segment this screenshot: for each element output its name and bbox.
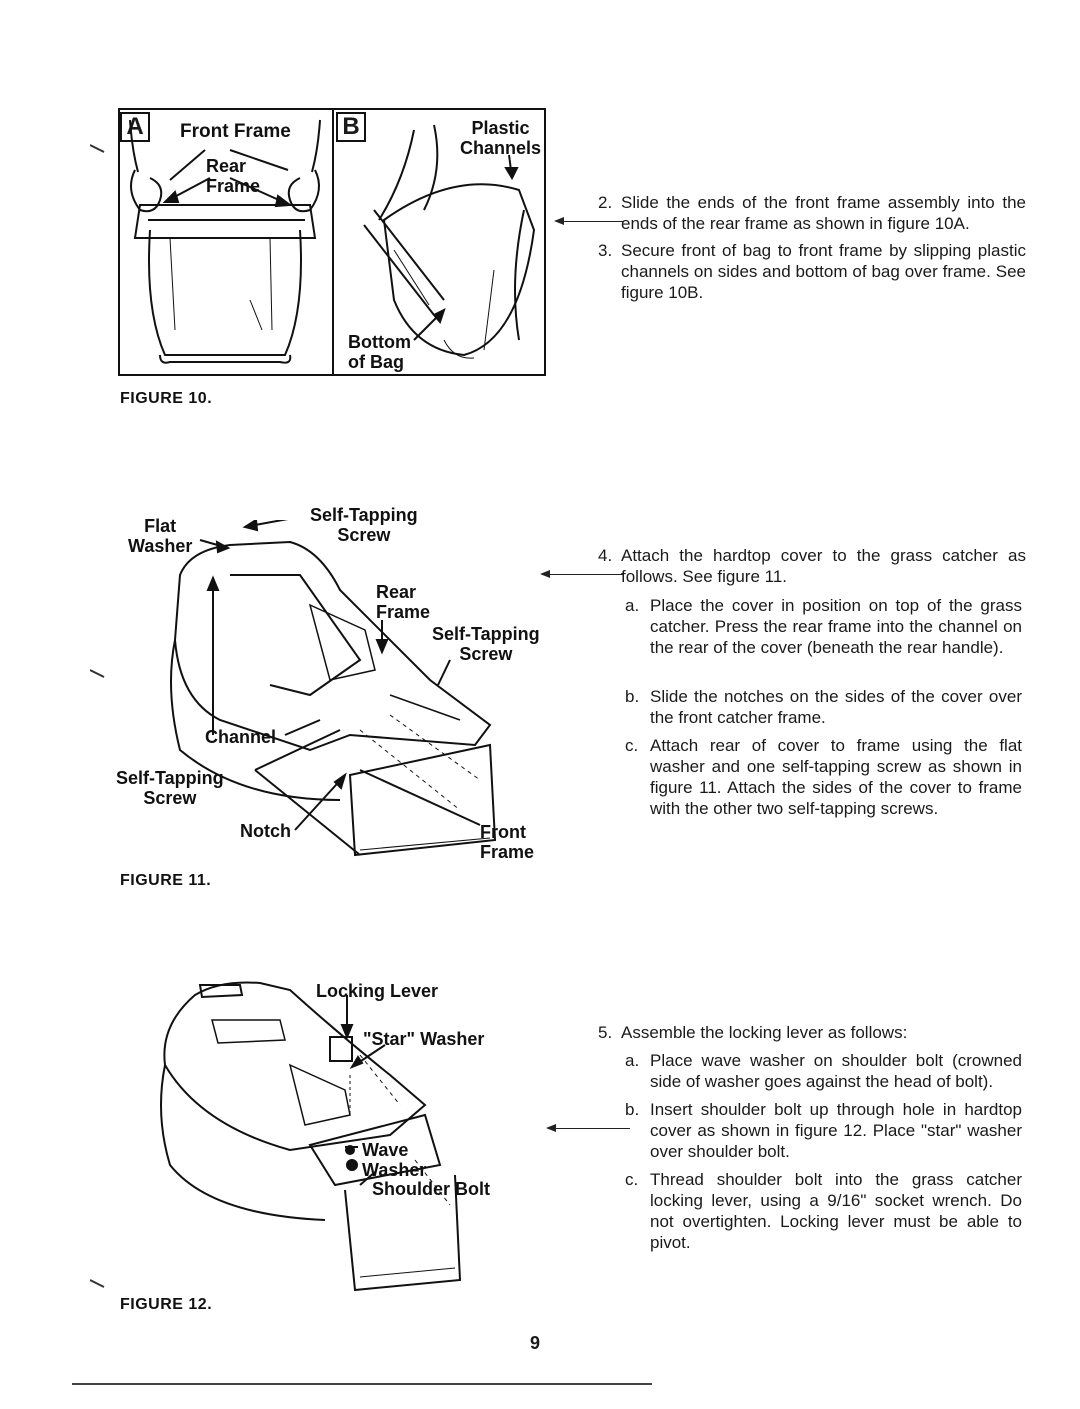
step-5c-letter: c. <box>625 1170 639 1189</box>
step-5c-text: Thread shoulder bolt into the grass catc… <box>650 1170 1022 1252</box>
step-2-pointer-arrow <box>554 217 624 225</box>
step-5-number: 5. <box>598 1023 613 1042</box>
step-3-number: 3. <box>598 241 613 260</box>
step-4a-letter: a. <box>625 596 640 615</box>
figure-12-label-shoulder-bolt: Shoulder Bolt <box>372 1179 490 1199</box>
step-4b-text: Slide the notches on the sides of the co… <box>650 687 1022 727</box>
step-4b-letter: b. <box>625 687 640 706</box>
figure-10b-tag: B <box>336 112 366 142</box>
step-2-text: Slide the ends of the front frame assemb… <box>621 193 1026 233</box>
step-4-pointer-arrow <box>540 570 624 578</box>
step-5-text: Assemble the locking lever as follows: <box>621 1023 908 1042</box>
step-5b-letter: b. <box>625 1100 640 1119</box>
step-4a: a. Place the cover in position on top of… <box>625 595 1025 679</box>
step-4-text: Attach the hardtop cover to the grass ca… <box>621 546 1026 586</box>
figure-10-caption: FIGURE 10. <box>120 390 213 407</box>
page-number: 9 <box>530 1333 541 1353</box>
figure-12-illustration <box>160 981 462 1292</box>
figure-12-label-wave-washer: Wave Washer <box>362 1140 427 1180</box>
figure-11-illustration <box>170 520 497 857</box>
figure-11-label-rear-frame: Rear Frame <box>376 582 431 622</box>
figure-11-label-notch: Notch <box>240 821 291 841</box>
step-4a-text: Place the cover in position on top of th… <box>650 596 1022 657</box>
step-5a-text: Place wave washer on shoulder bolt (crow… <box>650 1051 1022 1091</box>
figure-11-label-self-tapping-screw-right: Self-Tapping Screw <box>432 624 540 664</box>
step-5b: b. Insert shoulder bolt up through hole … <box>625 1099 1025 1162</box>
figure-11-label-channel: Channel <box>205 727 277 747</box>
figure-11-caption: FIGURE 11. <box>120 872 212 889</box>
figure-10-label-front-frame: Front Frame <box>180 121 291 142</box>
figure-10-label-bottom-of-bag: Bottom of Bag <box>348 332 411 372</box>
figure-10b-illustration <box>363 124 536 359</box>
margin-tick-marks <box>90 144 105 1288</box>
step-5b-pointer-arrow <box>546 1124 630 1132</box>
figure-10-label-rear-frame: Rear Frame <box>206 156 261 196</box>
step-3-text: Secure front of bag to front frame by sl… <box>621 241 1026 302</box>
figure-10-label-plastic-channels: Plastic Channels <box>460 118 542 158</box>
step-4c-text: Attach rear of cover to frame using the … <box>650 736 1022 818</box>
step-5b-text: Insert shoulder bolt up through hole in … <box>650 1100 1022 1161</box>
figure-11-label-front-frame: Front Frame <box>480 822 535 862</box>
figure-10b-panel <box>332 108 546 376</box>
figure-11-label-flat-washer: Flat Washer <box>128 516 193 556</box>
step-3: 3. Secure front of bag to front frame by… <box>598 240 1028 303</box>
step-4c: c. Attach rear of cover to frame using t… <box>625 735 1025 819</box>
figure-10a-tag: A <box>120 112 150 142</box>
step-5a: a. Place wave washer on shoulder bolt (c… <box>625 1050 1025 1092</box>
step-5c: c. Thread shoulder bolt into the grass c… <box>625 1169 1025 1253</box>
step-4: 4. Attach the hardtop cover to the grass… <box>598 545 1028 587</box>
figure-11-label-self-tapping-screw-left: Self-Tapping Screw <box>116 768 224 808</box>
step-4-number: 4. <box>598 546 613 565</box>
step-2-number: 2. <box>598 193 613 212</box>
figure-12-label-star-washer: "Star" Washer <box>363 1029 485 1049</box>
step-4c-letter: c. <box>625 736 639 755</box>
step-4b: b. Slide the notches on the sides of the… <box>625 686 1025 728</box>
step-2: 2. Slide the ends of the front frame ass… <box>598 192 1028 234</box>
step-5: 5. Assemble the locking lever as follows… <box>598 1022 1028 1043</box>
footer-rule <box>72 1383 652 1385</box>
figure-11-label-self-tapping-screw-top: Self-Tapping Screw <box>310 505 418 545</box>
figure-12-label-locking-lever: Locking Lever <box>316 981 439 1001</box>
figure-12-caption: FIGURE 12. <box>120 1296 213 1313</box>
step-5a-letter: a. <box>625 1051 640 1070</box>
figure-10a-illustration <box>129 119 321 364</box>
